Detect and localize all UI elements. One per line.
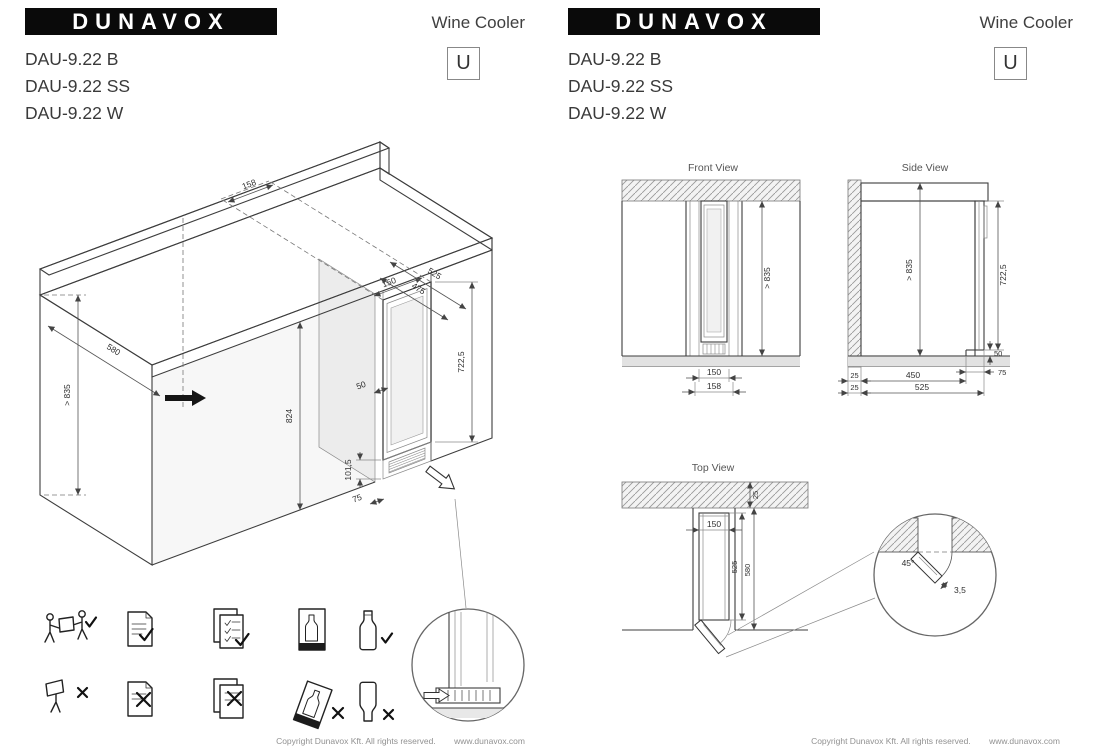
brand-logo: DUNAVOX [25, 8, 277, 35]
detail-sight-line [725, 597, 876, 658]
dim-front-width: 150 [707, 367, 721, 377]
swing-arc-detail [941, 551, 953, 577]
top-view-title: Top View [692, 462, 735, 474]
model-list: DAU-9.22 B DAU-9.22 SS DAU-9.22 W [25, 46, 130, 127]
dim-side-height: > 835 [904, 259, 914, 281]
front-view: Front View > 835 150 15 [621, 162, 801, 396]
dim-plinth-recess-side: 75 [998, 368, 1006, 377]
dim-door-angle: 45° [902, 558, 915, 568]
detail-sight-line [727, 551, 875, 636]
icon-checklist-ok [213, 608, 250, 649]
undercounter-badge: U [447, 47, 480, 80]
orthographic-views-drawing: Front View > 835 150 15 [621, 162, 1010, 658]
website-link: www.dunavox.com [454, 736, 525, 746]
dim-door-height: 722,5 [456, 351, 466, 373]
website-link: www.dunavox.com [989, 736, 1060, 746]
icon-package-upright-ok [298, 608, 326, 651]
dim-plinth-recess: 75 [351, 492, 364, 505]
side-view: Side View > 835 722,5 50 75 25 450 [838, 162, 1010, 396]
vent-grille-front [702, 343, 726, 355]
iso-installation-drawing: 158 150 475 525 > 835 580 824 722,5 50 7… [38, 140, 525, 730]
wall-hatch [847, 179, 862, 368]
door-open-detail [910, 551, 943, 584]
brand-logo: DUNAVOX [568, 8, 820, 35]
dim-door-clearance: 3,5 [954, 585, 966, 595]
insert-direction-arrow [165, 390, 206, 406]
front-view-title: Front View [688, 162, 738, 174]
undercounter-badge: U [994, 47, 1027, 80]
door-glass-front [706, 208, 722, 333]
vent-airflow-arrow [425, 465, 456, 490]
model-name: DAU-9.22 B [568, 49, 662, 69]
dim-front-width-outer: 158 [707, 381, 721, 391]
dim-front-height: > 835 [762, 267, 772, 289]
dim-gap-back2: 25 [850, 383, 858, 392]
icon-package-tilted-no [292, 680, 345, 730]
dim-niche-height: 824 [284, 409, 294, 423]
dim-counter-depth: 580 [105, 341, 123, 357]
icon-manual-no [127, 681, 153, 717]
icon-bottle-inverted-no [359, 681, 395, 722]
dim-top-depth: 525 [730, 561, 739, 574]
door-glass [390, 295, 424, 446]
dim-backsplash-width: 158 [241, 177, 258, 191]
icon-one-person-carry-no [45, 679, 89, 713]
dim-counter-height: > 835 [62, 384, 72, 406]
dim-plinth-height-side: 50 [994, 349, 1002, 358]
plinth-vent [388, 447, 426, 474]
dim-top-gap: 50 [355, 379, 368, 392]
product-name: Wine Cooler [979, 13, 1073, 32]
plinth-detail-circle [411, 608, 525, 722]
icon-manual-ok [127, 611, 154, 647]
door-swing-arc [719, 619, 732, 644]
vent-airflow-arrow-detail [423, 688, 450, 703]
handling-icons [44, 608, 395, 730]
counter-section-hatch [621, 179, 801, 202]
icon-two-person-carry-ok [44, 610, 98, 643]
model-name: DAU-9.22 B [25, 49, 119, 69]
icon-bottle-upright-ok [359, 610, 394, 651]
dim-top-depth-total: 580 [743, 564, 752, 577]
door-open-plan [694, 619, 726, 655]
dim-plinth-height: 101,5 [343, 459, 353, 481]
detail-leader-line [454, 498, 467, 609]
cooler-door-side [974, 200, 985, 351]
cabinet-side [860, 200, 976, 357]
dim-depth-total: 525 [426, 265, 444, 281]
dim-top-width: 150 [707, 519, 721, 529]
product-name: Wine Cooler [431, 13, 525, 32]
icon-checklist-no [213, 678, 244, 719]
side-view-title: Side View [902, 162, 949, 174]
wine-cooler-unit [382, 281, 432, 480]
model-name: DAU-9.22 W [25, 103, 124, 123]
dim-gap-back: 25 [850, 371, 858, 380]
door-opening-detail-circle: 45° 3,5 [873, 513, 997, 637]
dim-wall-gap: 25 [751, 491, 760, 499]
door-handle-side [983, 205, 988, 239]
dim-side-door-height: 722,5 [998, 264, 1008, 286]
footer-left: Copyright Dunavox Kft. All rights reserv… [0, 736, 525, 746]
cooler-door-front [700, 200, 728, 343]
cooler-plan [698, 512, 730, 621]
model-name: DAU-9.22 W [568, 103, 667, 123]
countertop-side [860, 182, 989, 202]
model-name: DAU-9.22 SS [25, 76, 131, 96]
dim-body-depth: 450 [906, 370, 920, 380]
model-name: DAU-9.22 SS [568, 76, 674, 96]
copyright-text: Copyright Dunavox Kft. All rights reserv… [811, 736, 971, 746]
footer-right: Copyright Dunavox Kft. All rights reserv… [558, 736, 1060, 746]
top-view: Top View 25 150 525 580 [621, 462, 876, 658]
dim-depth-total-side: 525 [915, 382, 929, 392]
iso-dimensions: 158 150 475 525 > 835 580 824 722,5 50 7… [44, 177, 478, 510]
copyright-text: Copyright Dunavox Kft. All rights reserv… [276, 736, 436, 746]
model-list: DAU-9.22 B DAU-9.22 SS DAU-9.22 W [568, 46, 673, 127]
wall-hatch-top [621, 481, 809, 509]
